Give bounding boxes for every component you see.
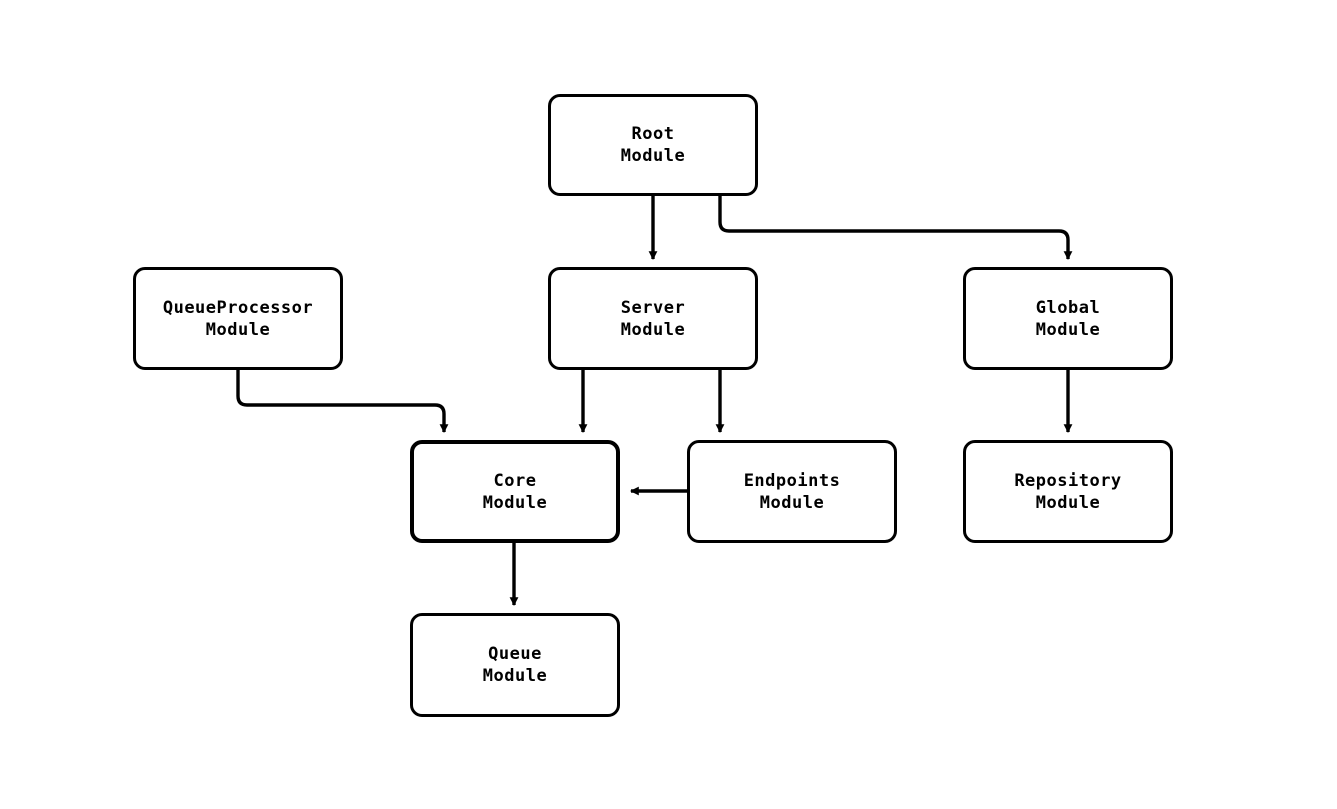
node-repository-module-label: Repository Module xyxy=(1014,470,1122,513)
node-queueprocessor-module[interactable]: QueueProcessor Module xyxy=(133,267,343,370)
edge-root-global xyxy=(718,196,1073,261)
node-core-module-label: Core Module xyxy=(482,470,548,513)
node-endpoints-module[interactable]: Endpoints Module xyxy=(687,440,897,543)
edge-queueprocessor-core xyxy=(236,370,449,434)
node-global-module-label: Global Module xyxy=(1035,297,1101,340)
node-repository-module[interactable]: Repository Module xyxy=(963,440,1173,543)
node-server-module-label: Server Module xyxy=(620,297,686,340)
node-endpoints-module-label: Endpoints Module xyxy=(743,470,841,513)
node-core-module[interactable]: Core Module xyxy=(410,440,620,543)
node-queueprocessor-module-label: QueueProcessor Module xyxy=(162,297,314,340)
node-server-module[interactable]: Server Module xyxy=(548,267,758,370)
node-root-module-label: Root Module xyxy=(620,124,686,166)
node-queue-module-label: Queue Module xyxy=(482,644,548,686)
node-queue-module[interactable]: Queue Module xyxy=(410,613,620,717)
node-global-module[interactable]: Global Module xyxy=(963,267,1173,370)
node-root-module[interactable]: Root Module xyxy=(548,94,758,196)
